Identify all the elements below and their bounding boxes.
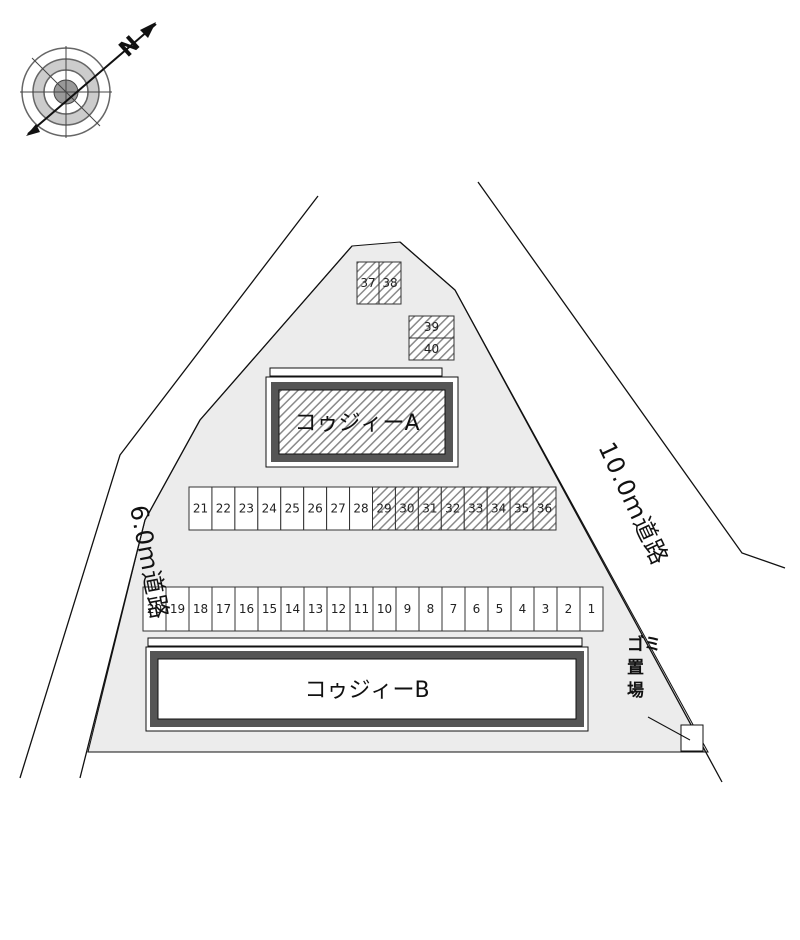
- road-edge-left-inner: [79, 245, 353, 779]
- parking-slot-label-24: 24: [262, 502, 277, 516]
- parking-slot-label-2: 2: [565, 602, 573, 616]
- building-a-eave: [269, 367, 443, 377]
- parking-slot-label-19: 19: [170, 602, 185, 616]
- parking-slot-label-15: 15: [262, 602, 277, 616]
- building-a-label: コゥジィーA: [294, 411, 419, 436]
- parking-slot-1: [579, 586, 604, 632]
- parking-middle-row: 21 22 23 24 25 26 27 28 29 30 31 32 33 34 35 36: [188, 486, 557, 531]
- road-edge-right-inner: [399, 241, 723, 783]
- parking-slot-label-16: 16: [239, 602, 254, 616]
- parking-slot-label-30: 30: [399, 502, 414, 516]
- parking-slot-label-5: 5: [496, 602, 504, 616]
- parking-slot-label-21: 21: [193, 502, 208, 516]
- north-arrow-icon: [20, 22, 157, 138]
- parking-slot-label-32: 32: [445, 502, 460, 516]
- parking-slot-label-25: 25: [285, 502, 300, 516]
- parking-slot-label-23: 23: [239, 502, 254, 516]
- garbage-label: ゴミ 置 場: [627, 634, 667, 701]
- garbage-area: [680, 724, 704, 752]
- parking-slot-label-35: 35: [514, 502, 529, 516]
- parking-side-stack: 39 40: [408, 315, 455, 361]
- parking-slot-label-20: 20: [147, 602, 162, 616]
- parking-slot-label-28: 28: [353, 502, 368, 516]
- parking-slot-label-8: 8: [427, 602, 435, 616]
- parking-slot-label-6: 6: [473, 602, 481, 616]
- parking-slot-label-27: 27: [330, 502, 345, 516]
- parking-slot-label-34: 34: [491, 502, 506, 516]
- parking-slot-label-22: 22: [216, 502, 231, 516]
- parking-slot-label-37: 37: [360, 276, 375, 290]
- parking-slot-label-18: 18: [193, 602, 208, 616]
- parking-slot-label-4: 4: [519, 602, 527, 616]
- parking-slot-label-7: 7: [450, 602, 458, 616]
- parking-slot-label-12: 12: [331, 602, 346, 616]
- parking-slot-label-39: 39: [424, 320, 439, 334]
- parking-slot-label-38: 38: [382, 276, 397, 290]
- parking-slot-38: [378, 261, 402, 305]
- parking-slot-label-11: 11: [354, 602, 369, 616]
- road-right-label: 10.0ｍ道路: [593, 438, 674, 570]
- parking-bottom-row: 20 19 18 17 16 15 14 13 12 11 10 9 8 7 6 5 4 3 2 1: [142, 586, 604, 632]
- parking-slot-label-29: 29: [376, 502, 391, 516]
- parking-slot-label-26: 26: [308, 502, 323, 516]
- road-edge-right-outer: [477, 181, 786, 569]
- building-b-inner: [157, 658, 577, 720]
- parking-slot-label-10: 10: [377, 602, 392, 616]
- parking-slot-label-9: 9: [404, 602, 412, 616]
- parking-slot-label-33: 33: [468, 502, 483, 516]
- building-b-label: コゥジィーB: [304, 678, 429, 703]
- parking-slot-label-3: 3: [542, 602, 550, 616]
- parking-slot-40: [408, 337, 455, 361]
- parking-slot-label-17: 17: [216, 602, 231, 616]
- parking-slot-label-1: 1: [588, 602, 596, 616]
- parking-slot-36: [532, 486, 557, 531]
- building-b-eave: [147, 637, 583, 647]
- parking-slot-label-36: 36: [537, 502, 552, 516]
- garbage-leader-line: [647, 716, 691, 741]
- road-edge-left-outer: [19, 195, 319, 779]
- parking-slot-label-13: 13: [308, 602, 323, 616]
- parking-slot-label-31: 31: [422, 502, 437, 516]
- building-a-inner: [278, 389, 446, 455]
- parking-slot-label-40: 40: [424, 342, 439, 356]
- parking-slot-label-14: 14: [285, 602, 300, 616]
- parking-top-pair: 37 38: [356, 261, 402, 305]
